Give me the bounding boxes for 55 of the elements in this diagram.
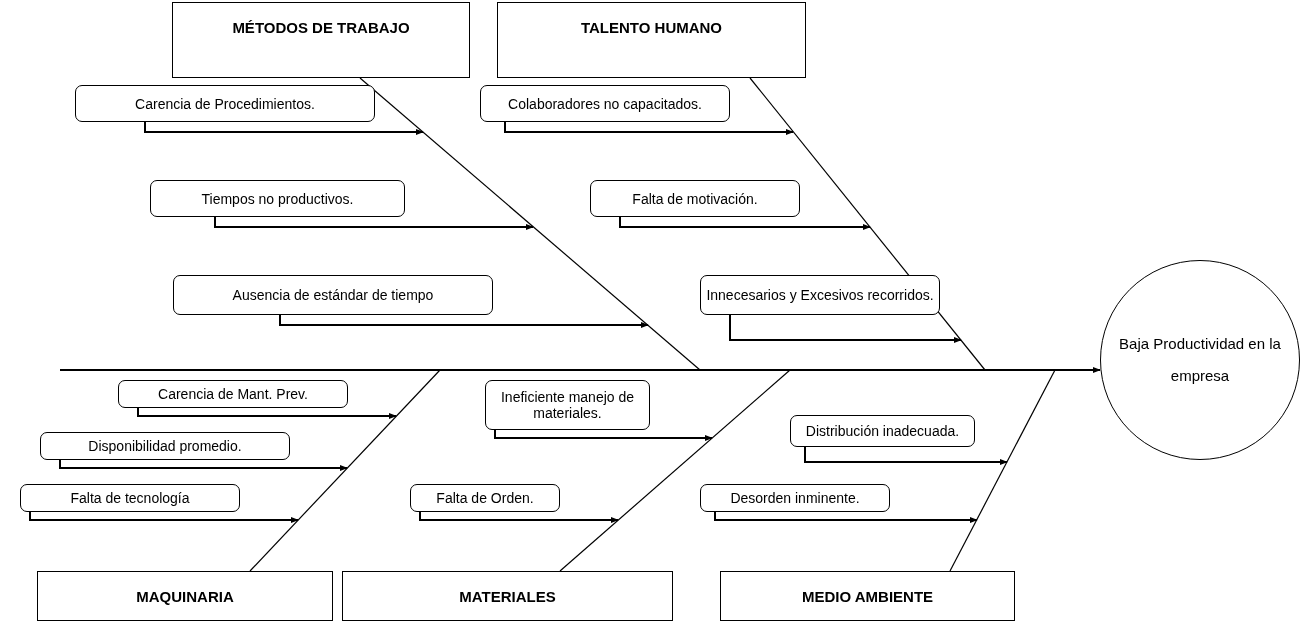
cause-box (118, 380, 348, 408)
category-box (720, 571, 1015, 621)
cause-text: Distribución inadecuada. (805, 423, 960, 439)
arrow (729, 314, 962, 344)
arrow (419, 511, 619, 524)
category-box (172, 2, 470, 78)
cause-text: Colaboradores no capacitados. (508, 95, 702, 112)
arrow (494, 429, 713, 442)
cause-text: Tiempos no productivos. (201, 190, 354, 207)
category-title: MÉTODOS DE TRABAJO (232, 19, 410, 36)
arrow (619, 216, 871, 231)
spine-arrow (59, 366, 1101, 374)
arrow (214, 216, 534, 231)
bone-line (949, 369, 1056, 572)
arrow (144, 121, 424, 136)
category-title: TALENTO HUMANO (580, 19, 723, 36)
effect-text: Baja Productividad en la empresa (1119, 334, 1281, 386)
arrow (804, 446, 1008, 466)
category-box (342, 571, 673, 621)
category-box (497, 2, 806, 78)
arrow (29, 511, 299, 524)
cause-text: Desorden inminente. (730, 490, 860, 506)
cause-text: Ineficiente manejo de materiales. (499, 389, 636, 421)
arrow (504, 121, 794, 136)
cause-box (20, 484, 240, 512)
cause-box (480, 85, 730, 122)
category-title: MATERIALES (459, 588, 556, 605)
cause-text: Falta de Orden. (436, 490, 534, 506)
cause-text: Carencia de Mant. Prev. (158, 386, 308, 402)
bone-line (249, 369, 441, 572)
cause-text: Falta de tecnología (70, 490, 190, 506)
cause-text: Ausencia de estándar de tiempo (232, 287, 434, 303)
cause-box (700, 484, 890, 512)
bone-line (359, 77, 701, 371)
cause-text: Innecesarios y Excesivos recorridos. (706, 287, 934, 303)
cause-box (485, 380, 650, 430)
arrow (279, 314, 649, 329)
cause-box (590, 180, 800, 217)
arrow (59, 459, 348, 472)
cause-text: Disponibilidad promedio. (88, 438, 242, 454)
cause-box (410, 484, 560, 512)
cause-text: Carencia de Procedimientos. (135, 95, 315, 112)
cause-box (75, 85, 375, 122)
arrow (714, 511, 978, 524)
cause-box (790, 415, 975, 447)
cause-box (173, 275, 493, 315)
cause-box (40, 432, 290, 460)
cause-box (150, 180, 405, 217)
bone-line (559, 369, 791, 572)
cause-box (700, 275, 940, 315)
category-title: MAQUINARIA (136, 588, 234, 605)
cause-text: Falta de motivación. (632, 190, 758, 207)
arrow (137, 407, 397, 420)
category-title: MEDIO AMBIENTE (801, 588, 934, 605)
category-box (37, 571, 333, 621)
